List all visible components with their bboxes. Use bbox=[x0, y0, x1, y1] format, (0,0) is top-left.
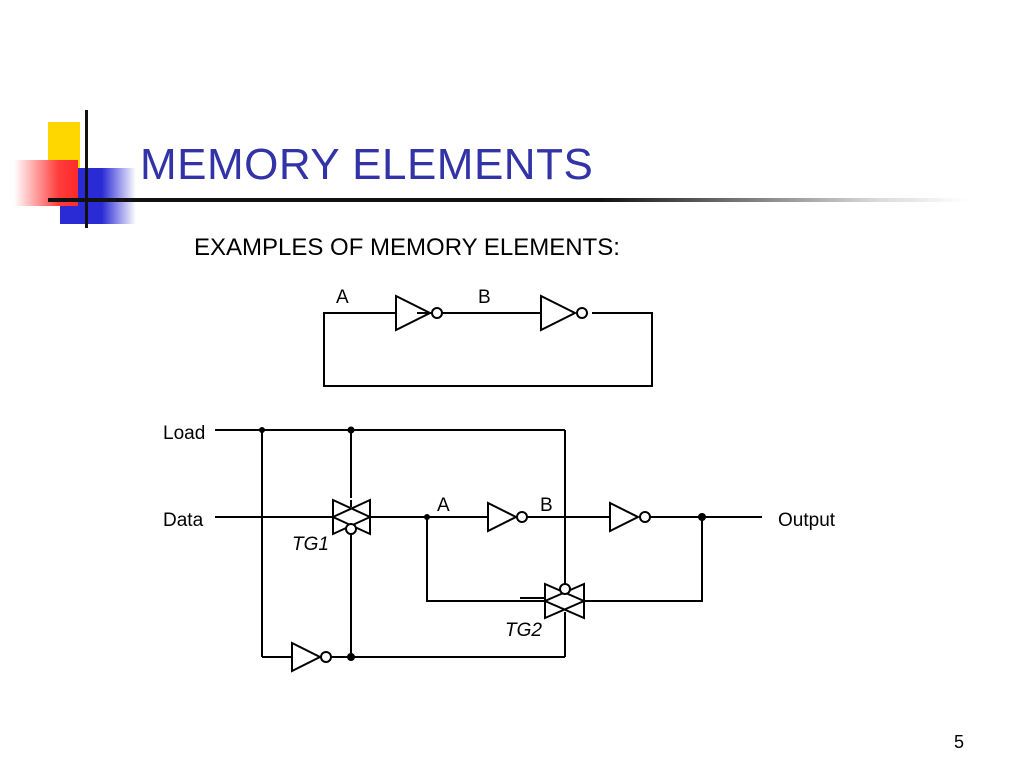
tg2-label: TG2 bbox=[505, 620, 542, 641]
inverter-1 bbox=[395, 294, 443, 332]
inverter-4 bbox=[609, 501, 651, 533]
node-a-label-latch: A bbox=[437, 495, 450, 516]
node-b-label: B bbox=[478, 287, 491, 308]
slide-title: MEMORY ELEMENTS bbox=[140, 140, 594, 189]
inverter-2 bbox=[540, 294, 588, 332]
inverter-loop-circuit: A B bbox=[323, 287, 653, 387]
load-label: Load bbox=[163, 423, 205, 444]
transmission-gate-2 bbox=[542, 582, 587, 620]
title-underline-rule bbox=[48, 198, 968, 202]
slide-subtitle: EXAMPLES OF MEMORY ELEMENTS: bbox=[194, 234, 620, 261]
junction-load-tg1 bbox=[347, 426, 355, 434]
tg1-label: TG1 bbox=[292, 534, 329, 555]
inverter-3 bbox=[487, 501, 528, 533]
transmission-gate-1 bbox=[330, 498, 373, 536]
load-inverter bbox=[291, 641, 332, 673]
loop-wire bbox=[323, 312, 653, 387]
feedback-wire-left bbox=[426, 517, 545, 602]
node-b-label-latch: B bbox=[540, 495, 553, 516]
data-label: Data bbox=[163, 510, 204, 531]
junction-load-left bbox=[259, 427, 265, 433]
junction-load-bar bbox=[347, 653, 355, 661]
node-a-label: A bbox=[336, 287, 349, 308]
output-label: Output bbox=[778, 510, 836, 531]
tg-latch-circuit: Load Data Output A B TG1 TG2 bbox=[163, 423, 836, 673]
feedback-wire-right bbox=[584, 517, 703, 602]
title-vertical-rule bbox=[85, 110, 88, 228]
page-number: 5 bbox=[953, 732, 964, 752]
